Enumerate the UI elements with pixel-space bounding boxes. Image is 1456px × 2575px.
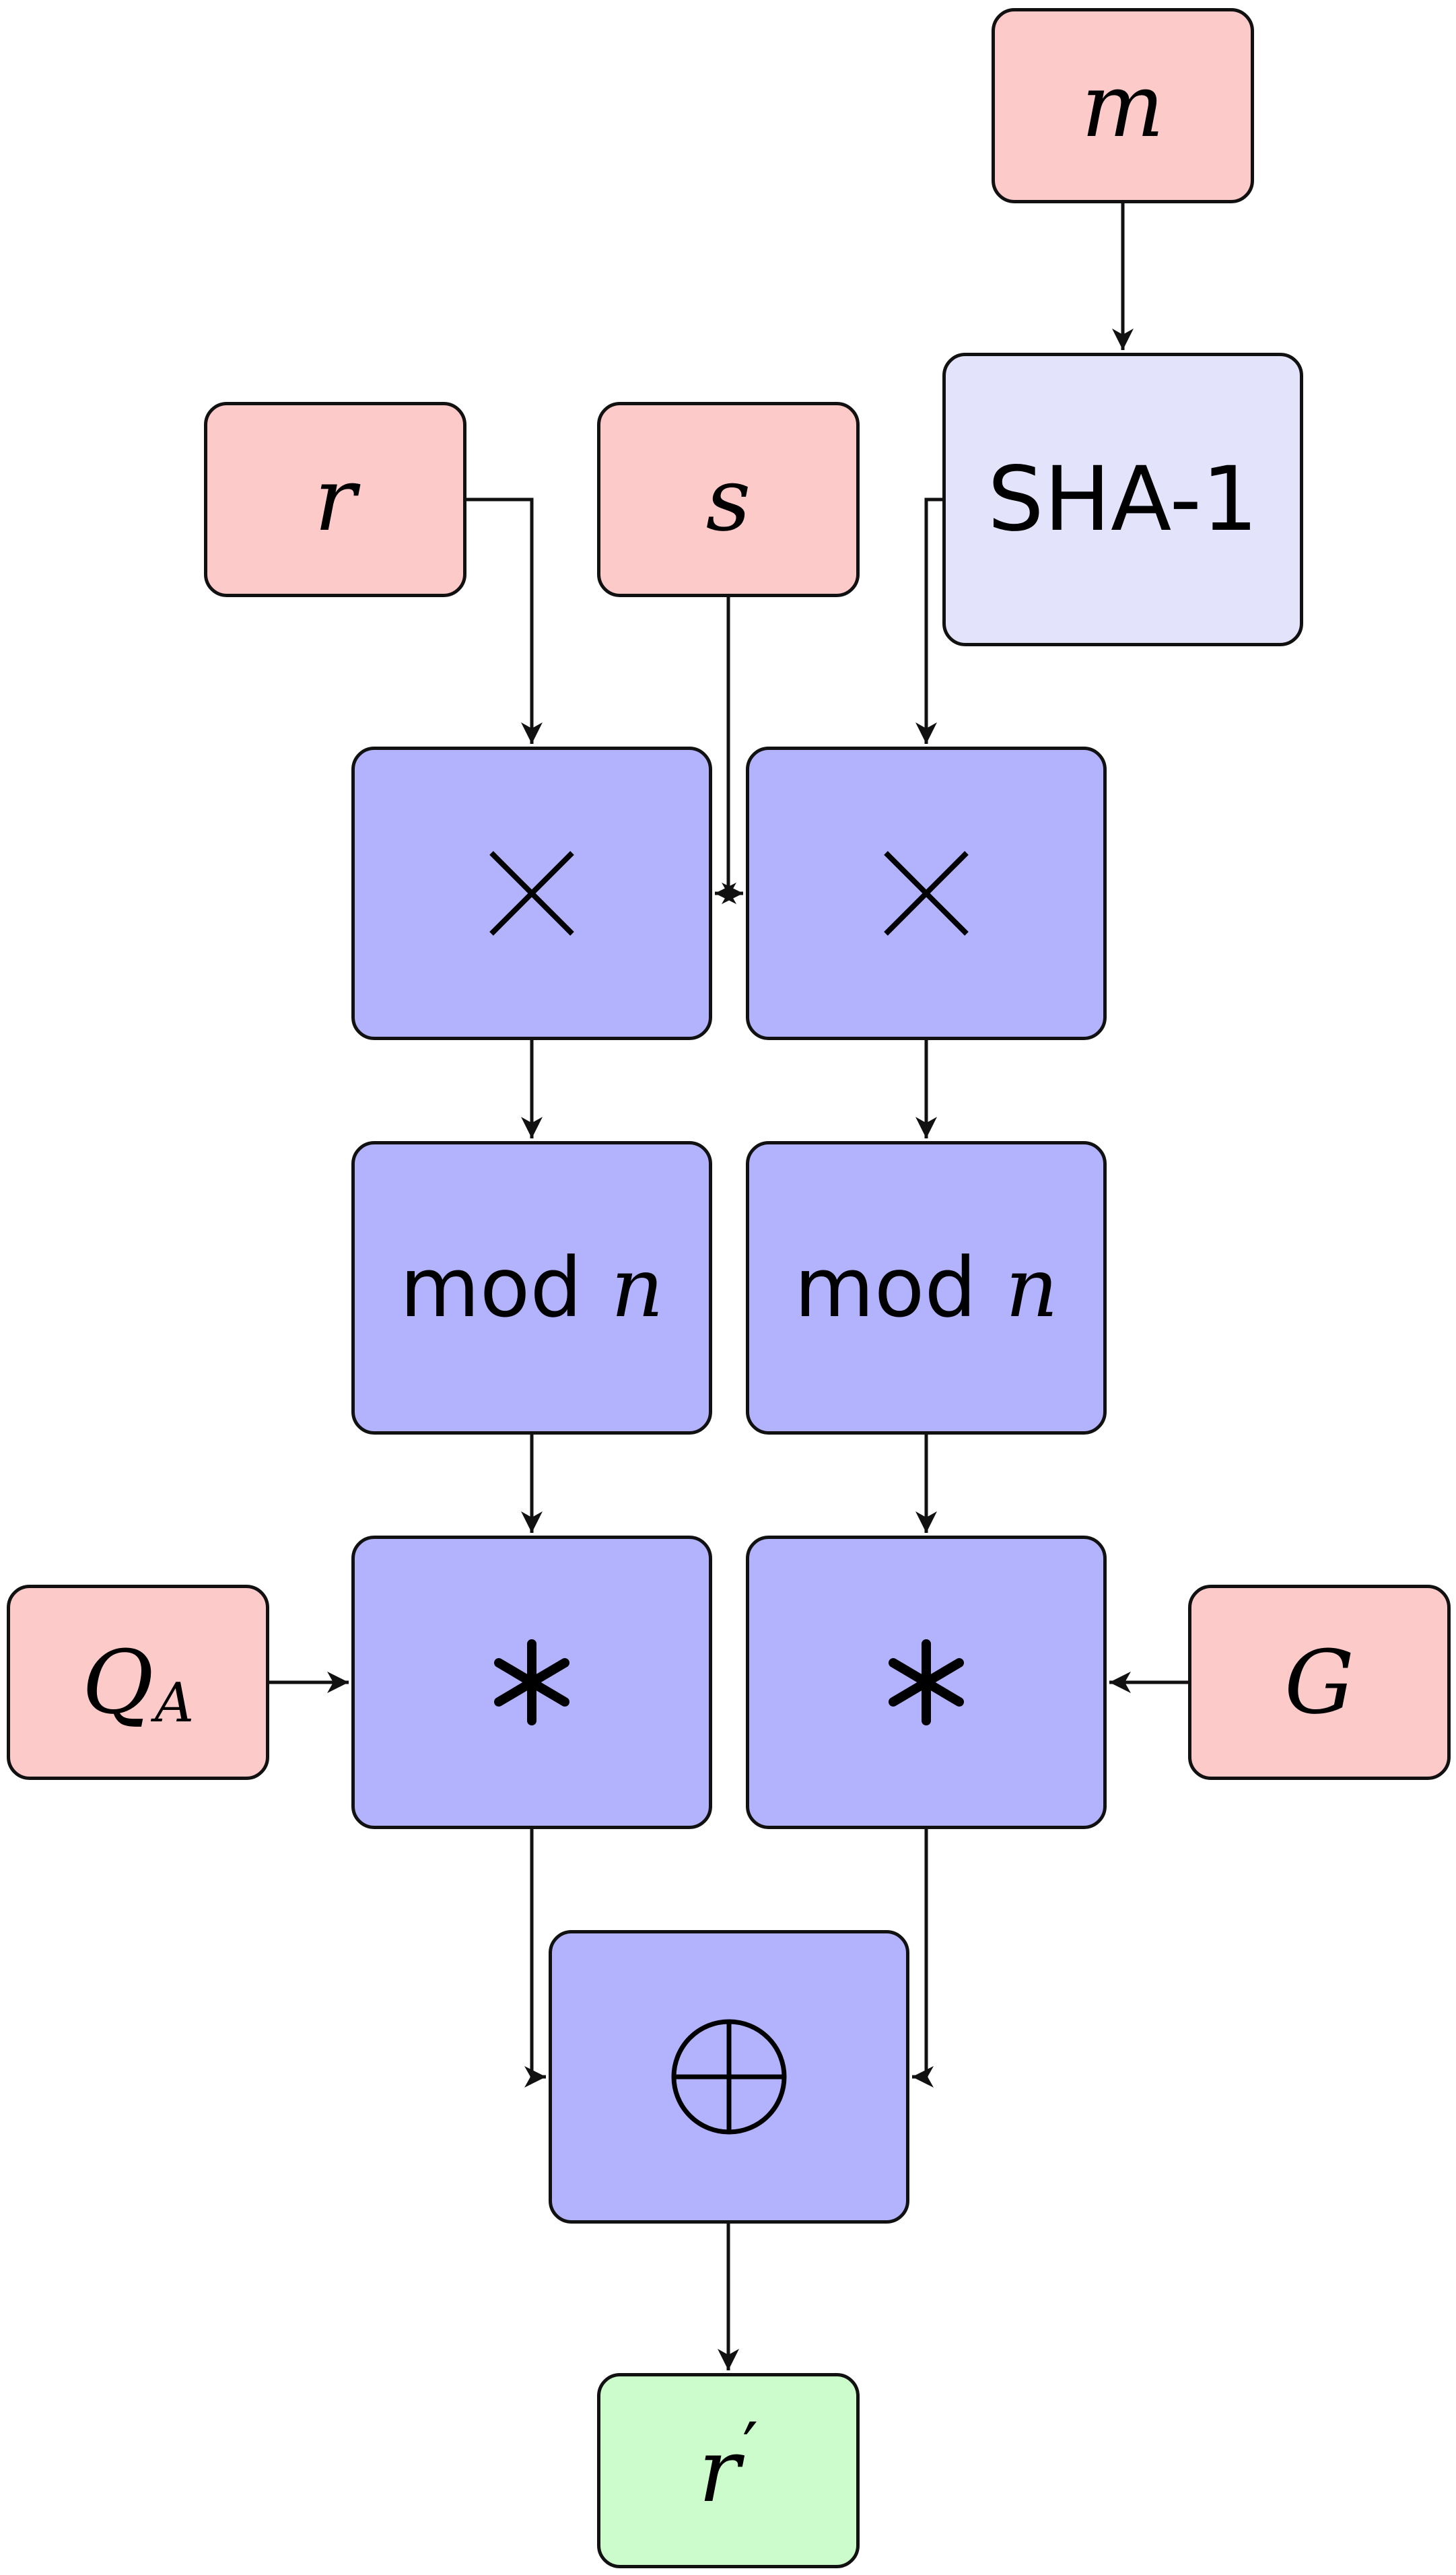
- output-r-prime-node: r′: [597, 2373, 860, 2568]
- edge-sha-to-mul-right: [915, 497, 942, 744]
- mod-right-var: n: [1005, 1240, 1059, 1336]
- multiply-icon: [884, 851, 969, 936]
- input-qa-label: Q: [81, 1631, 154, 1733]
- output-r-prime-mark: ′: [742, 2407, 759, 2490]
- input-s-label: s: [705, 448, 751, 551]
- scalar-multiply-left-node: [351, 1536, 712, 1829]
- input-m-label: m: [1081, 55, 1165, 157]
- input-qa-subscript: A: [154, 1671, 195, 1735]
- mod-right-label: mod: [794, 1240, 977, 1336]
- asterisk-icon: [889, 1639, 964, 1725]
- edge-smul-left-to-add: [524, 1829, 546, 2088]
- edge-r-to-mul-left: [466, 497, 543, 744]
- multiply-right-node: [746, 747, 1107, 1040]
- mod-left-label: mod: [399, 1240, 582, 1336]
- edge-s-to-mul-right: [722, 597, 743, 904]
- output-r-prime-label: r: [698, 2419, 740, 2522]
- sha1-label: SHA-1: [987, 448, 1259, 551]
- multiply-left-node: [351, 747, 712, 1040]
- sha1-hash-node: SHA-1: [942, 353, 1303, 646]
- edge-s-to-mul-left: [715, 597, 736, 904]
- input-r-node: r: [204, 402, 466, 597]
- input-g-node: G: [1188, 1585, 1451, 1780]
- input-r-label: r: [314, 448, 357, 551]
- multiply-icon: [489, 851, 574, 936]
- input-m-node: m: [992, 8, 1254, 203]
- input-g-label: G: [1284, 1631, 1354, 1733]
- input-s-node: s: [597, 402, 860, 597]
- edge-smul-right-to-add: [912, 1829, 934, 2088]
- circled-plus-icon: [671, 2019, 787, 2135]
- scalar-multiply-right-node: [746, 1536, 1107, 1829]
- point-addition-node: [549, 1930, 909, 2224]
- mod-left-var: n: [611, 1240, 664, 1336]
- asterisk-icon: [494, 1639, 569, 1725]
